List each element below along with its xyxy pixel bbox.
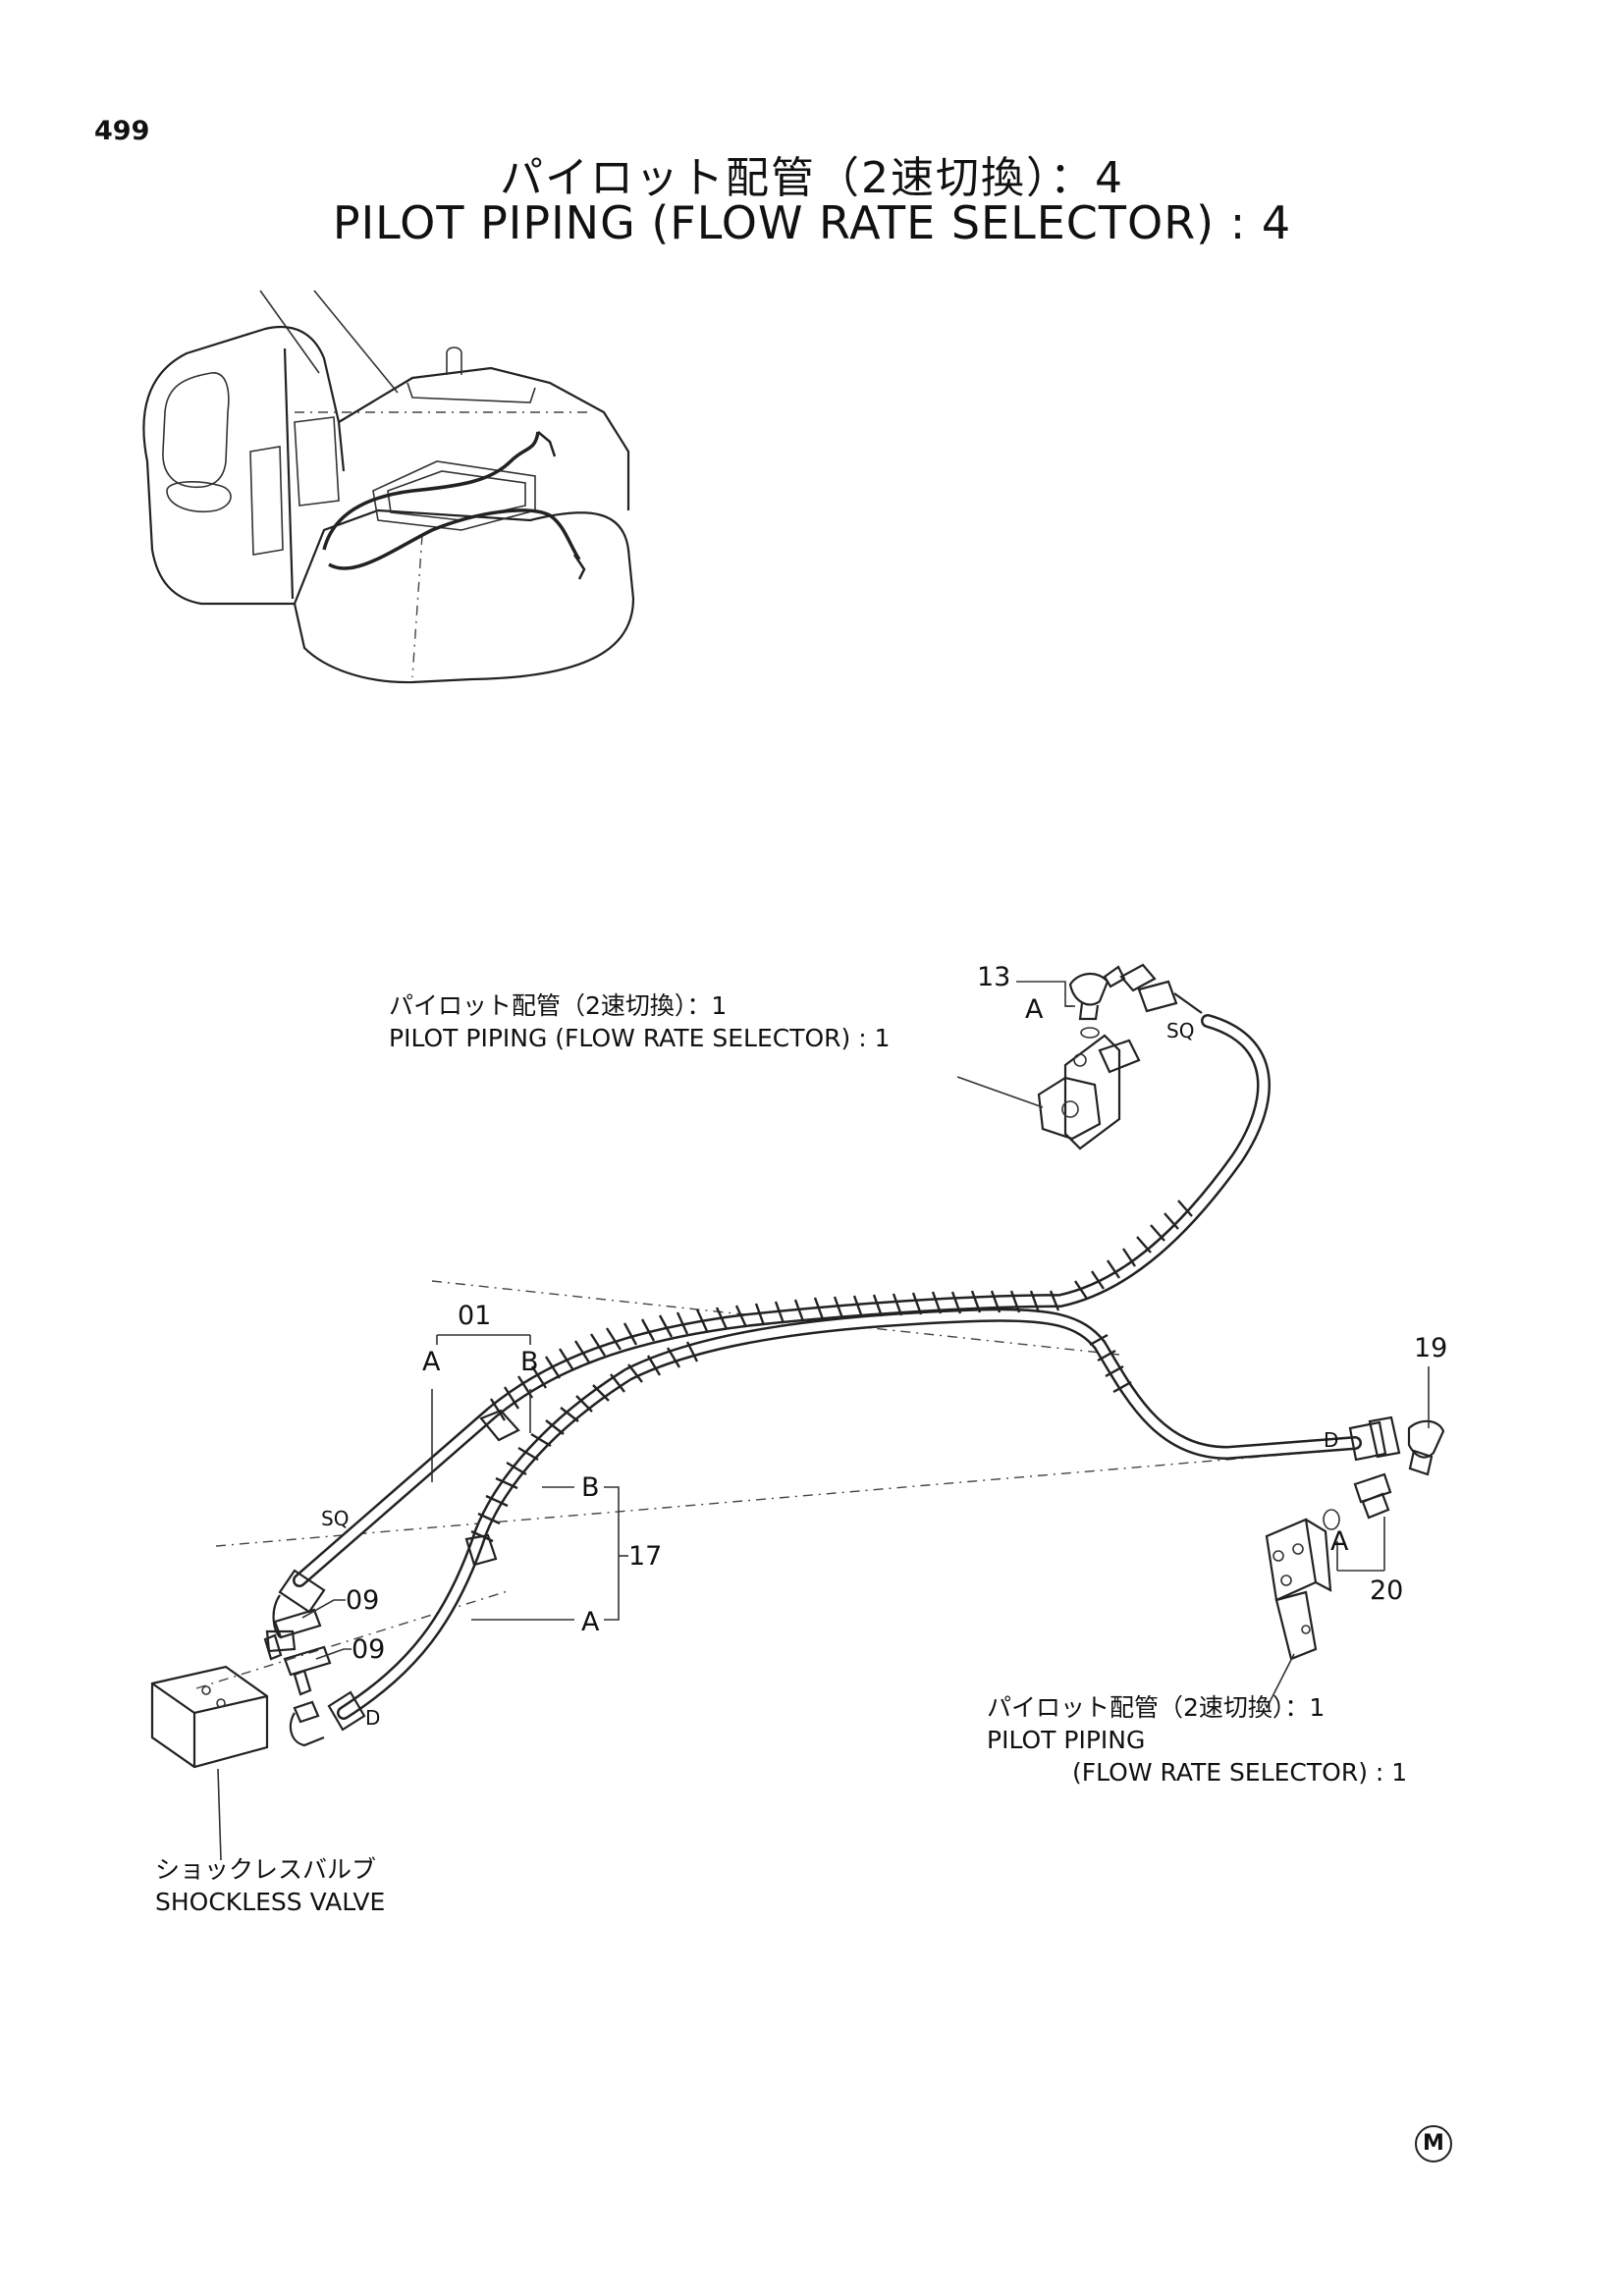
callout-13: 13 [977, 962, 1011, 992]
letter-a-hose17: A [581, 1607, 600, 1637]
callout-20: 20 [1370, 1575, 1404, 1606]
letter-sq-upper: SQ [1166, 1019, 1195, 1042]
upper-reference-en: PILOT PIPING (FLOW RATE SELECTOR) : 1 [389, 1024, 891, 1052]
callout-01: 01 [458, 1301, 492, 1331]
letter-b-hose01: B [520, 1347, 539, 1377]
letter-d-left: D [365, 1706, 381, 1730]
title-japanese: パイロット配管（2速切換）：4 [500, 153, 1124, 203]
letter-d-right: D [1324, 1428, 1339, 1452]
callout-09-lower: 09 [352, 1634, 386, 1665]
lower-reference-en-line2: (FLOW RATE SELECTOR) : 1 [1072, 1758, 1408, 1787]
letter-sq-left: SQ [321, 1507, 350, 1530]
title-english: PILOT PIPING (FLOW RATE SELECTOR) : 4 [332, 196, 1292, 249]
page-number: 499 [94, 116, 150, 146]
letter-b-hose17: B [581, 1472, 600, 1503]
hose-assembly [293, 1014, 1362, 1720]
callout-19: 19 [1414, 1333, 1448, 1363]
letter-a-hose01: A [422, 1347, 441, 1377]
callout-leaders [301, 981, 1430, 1660]
callout-17: 17 [628, 1541, 663, 1572]
excavator-overview-illustration [142, 290, 635, 684]
callout-09-upper: 09 [346, 1585, 380, 1616]
shockless-valve-en: SHOCKLESS VALVE [155, 1888, 386, 1916]
letter-a-right: A [1330, 1526, 1349, 1557]
upper-right-fittings [956, 963, 1203, 1150]
letter-a-upper: A [1025, 994, 1044, 1025]
left-fittings [150, 1569, 366, 1861]
right-fittings [1265, 1415, 1445, 1709]
corner-mark-m: M [1415, 2125, 1452, 2163]
shockless-valve-jp: ショックレスバルブ [155, 1855, 377, 1884]
lower-reference-jp: パイロット配管（2速切換）：1 [987, 1693, 1326, 1722]
upper-reference-jp: パイロット配管（2速切換）：1 [389, 991, 728, 1020]
lower-reference-en-line1: PILOT PIPING [987, 1726, 1146, 1754]
